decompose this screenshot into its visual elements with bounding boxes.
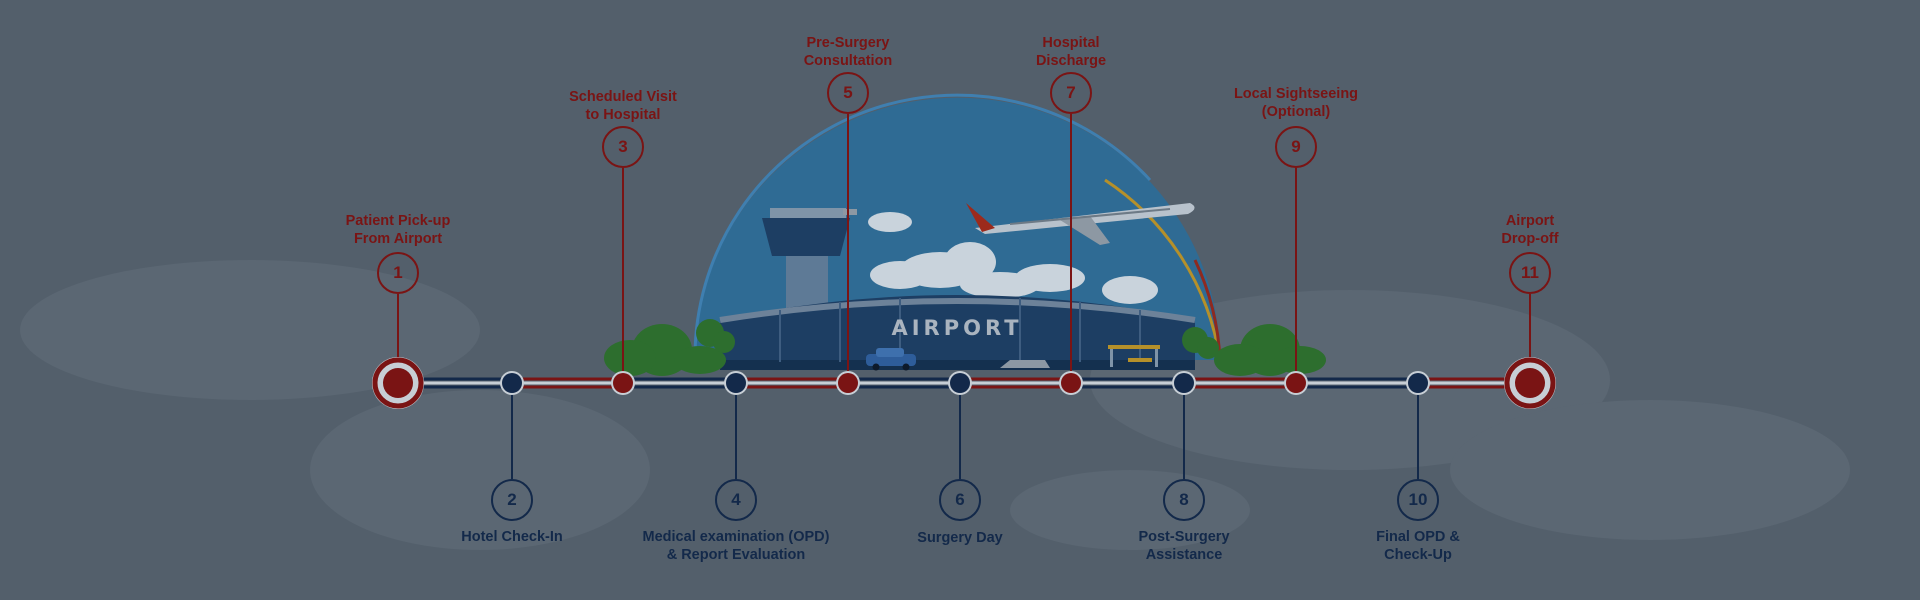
track-segment xyxy=(736,377,848,389)
track-segment xyxy=(512,377,623,389)
step-node xyxy=(1284,371,1308,395)
step-node xyxy=(1059,371,1083,395)
timeline-nodes xyxy=(372,357,1556,409)
step-label: Medical examination (OPD) & Report Evalu… xyxy=(642,529,830,563)
step-number: 10 xyxy=(1397,479,1439,521)
step-number: 4 xyxy=(715,479,757,521)
step-label: Post-Surgery Assistance xyxy=(1138,529,1230,563)
step-number: 5 xyxy=(827,72,869,114)
dome-arc-yellow xyxy=(1104,178,1222,361)
airport-sign: AIRPORT xyxy=(891,316,1023,340)
step-number: 11 xyxy=(1509,252,1551,294)
step-number: 3 xyxy=(602,126,644,168)
track-segment xyxy=(1071,377,1184,389)
step-label: Pre-Surgery Consultation xyxy=(803,35,893,69)
step-node xyxy=(611,371,635,395)
car xyxy=(866,354,916,366)
step-node xyxy=(724,371,748,395)
step-label: Patient Pick-up From Airport xyxy=(345,213,451,247)
step-label: Scheduled Visit to Hospital xyxy=(569,89,677,123)
step-label: Hospital Discharge xyxy=(1035,35,1107,69)
track-segment xyxy=(623,377,736,389)
clouds xyxy=(868,212,1158,304)
trees xyxy=(604,319,1326,376)
step-connectors xyxy=(397,114,1531,479)
step-number: 1 xyxy=(377,252,419,294)
track-segment xyxy=(1296,377,1418,389)
world-map-background xyxy=(20,260,1850,550)
dome-arc-blue xyxy=(693,93,1152,361)
step-number: 9 xyxy=(1275,126,1317,168)
step-node xyxy=(1172,371,1196,395)
step-label: Local Sightseeing (Optional) xyxy=(1233,86,1359,120)
step-node xyxy=(372,357,424,409)
track-segment xyxy=(848,377,960,389)
step-number: 8 xyxy=(1163,479,1205,521)
step-node xyxy=(948,371,972,395)
step-label: Surgery Day xyxy=(917,530,1003,546)
step-label: Airport Drop-off xyxy=(1501,213,1559,247)
airport-illustration xyxy=(604,93,1326,376)
step-label: Final OPD & Check-Up xyxy=(1376,529,1460,563)
step-node xyxy=(1504,357,1556,409)
step-label: Hotel Check-In xyxy=(461,529,563,545)
step-number: 2 xyxy=(491,479,533,521)
airplane xyxy=(966,203,1195,245)
track-segment xyxy=(1184,377,1296,389)
track-segment xyxy=(960,377,1071,389)
step-node xyxy=(836,371,860,395)
step-node xyxy=(500,371,524,395)
step-number: 7 xyxy=(1050,72,1092,114)
step-node xyxy=(1406,371,1430,395)
terminal-building xyxy=(719,295,1196,371)
step-number: 6 xyxy=(939,479,981,521)
